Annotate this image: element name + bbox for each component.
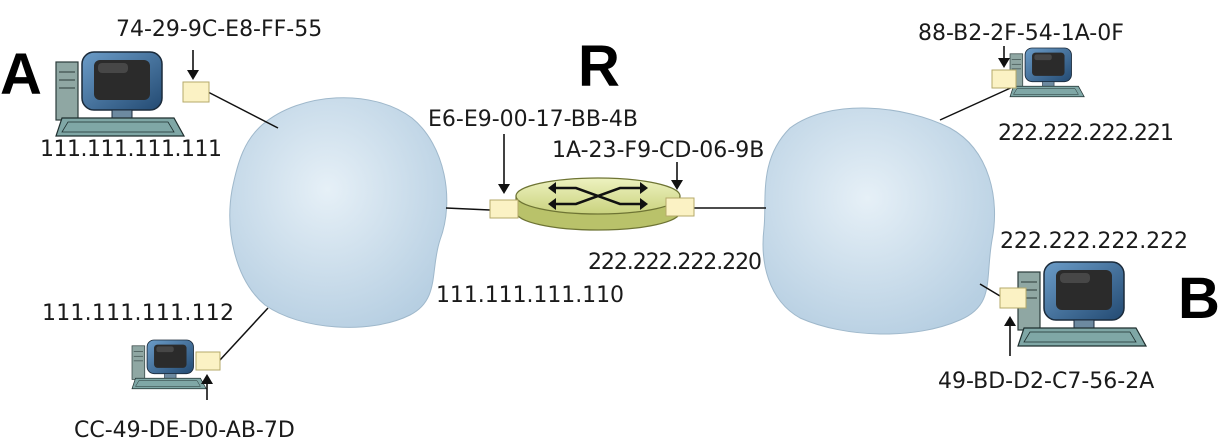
router-right-mac: 1A-23-F9-CD-06-9B <box>552 138 764 163</box>
host-lower-left-ip: 111.111.111.112 <box>42 301 234 326</box>
host-lower-left-adapter <box>195 351 221 371</box>
link-a <box>207 91 279 129</box>
host-a-mac: 74-29-9C-E8-FF-55 <box>116 17 322 42</box>
link-upper-right <box>939 85 1016 121</box>
host-b-adapter <box>999 287 1027 309</box>
host-a-computer-icon[interactable] <box>55 51 185 137</box>
router-letter: R <box>578 34 620 99</box>
host-upper-right-computer-icon[interactable] <box>1009 47 1085 98</box>
host-a-adapter <box>182 81 210 103</box>
host-lower-left-computer-icon[interactable] <box>131 339 207 390</box>
host-b-letter: B <box>1178 266 1220 331</box>
router-left-ip: 111.111.111.110 <box>436 283 624 308</box>
host-upper-right-ip: 222.222.222.221 <box>998 121 1174 146</box>
router-icon[interactable] <box>515 177 681 231</box>
link-router-left <box>445 207 491 211</box>
router-left-adapter <box>489 199 519 219</box>
link-b <box>979 283 1001 297</box>
router-right-adapter <box>665 197 695 217</box>
link-lower-left <box>219 307 269 361</box>
host-upper-right-mac: 88-B2-2F-54-1A-0F <box>918 21 1124 46</box>
host-a-ip: 111.111.111.111 <box>40 137 222 162</box>
right-subnet-cloud <box>762 107 995 335</box>
left-subnet-cloud <box>229 97 448 328</box>
host-lower-left-mac: CC-49-DE-D0-AB-7D <box>74 418 295 443</box>
host-b-ip: 222.222.222.222 <box>1000 229 1188 254</box>
host-b-mac: 49-BD-D2-C7-56-2A <box>938 369 1154 394</box>
host-b-computer-icon[interactable] <box>1017 261 1147 347</box>
host-a-letter: A <box>0 42 42 107</box>
host-upper-right-adapter <box>991 69 1017 89</box>
router-left-mac: E6-E9-00-17-BB-4B <box>428 107 638 132</box>
router-right-ip: 222.222.222.220 <box>588 250 762 275</box>
